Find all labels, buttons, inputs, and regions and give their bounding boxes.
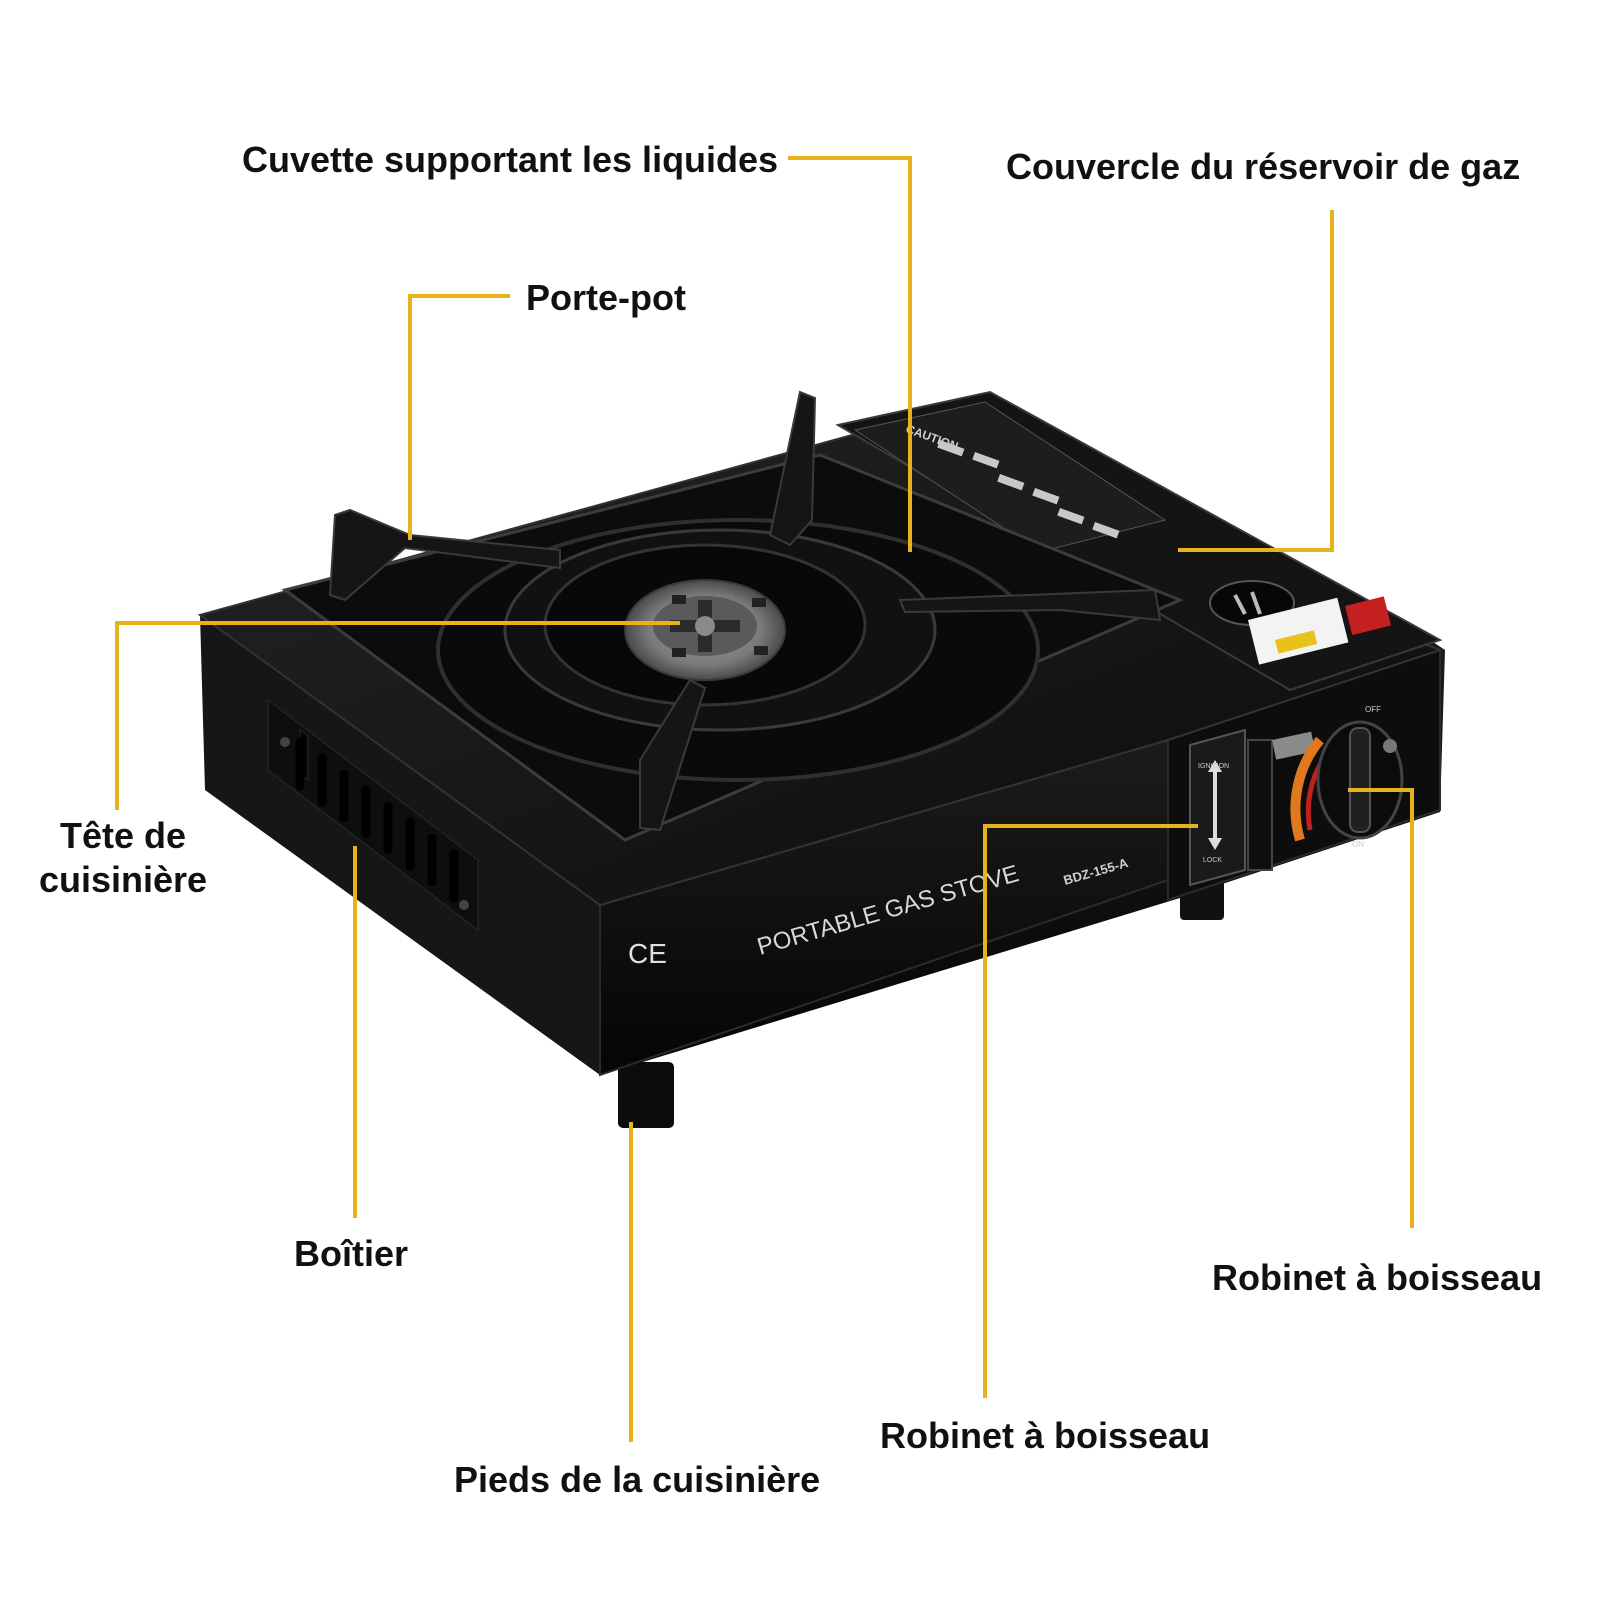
lever-top-text: IGNITION [1198,763,1229,770]
callout-lines [115,156,1414,1442]
burner-head-shape [624,579,786,681]
label-liquid-tray: Cuvette supportant les liquides [242,139,779,180]
lever-bottom-text: LOCK [1203,857,1222,864]
callout-line-pot-support [408,294,510,540]
callout-line-burner-head [115,621,680,810]
label-burner-head: Tête de cuisinière [38,815,208,900]
label-housing: Boîtier [294,1233,409,1274]
warning-sticker [1248,597,1349,665]
label-valve-right: Robinet à boisseau [1212,1257,1543,1298]
vent-slot-lines [295,737,459,903]
callout-line-valve-right [1348,788,1414,1228]
label-gas-tank-cover: Couvercle du réservoir de gaz [1006,146,1521,187]
label-valve-center: Robinet à boisseau [880,1415,1211,1456]
knob-bottom-text: ON [1352,840,1364,849]
knob-top-text: OFF [1365,705,1381,714]
label-pot-support: Porte-pot [526,277,686,318]
callout-line-gas-cover [1178,210,1334,552]
ignition-lever: IGNITION LOCK [1189,728,1316,887]
control-knob: OFF ON [1290,705,1404,849]
label-stove-feet: Pieds de la cuisinière [454,1459,821,1500]
pot-support-shape [328,390,1162,832]
ce-mark: CE [628,938,667,969]
callout-line-liquid-tray [788,156,912,552]
caution-pictograms [937,440,1120,539]
callout-line-valve-center [983,824,1198,1398]
